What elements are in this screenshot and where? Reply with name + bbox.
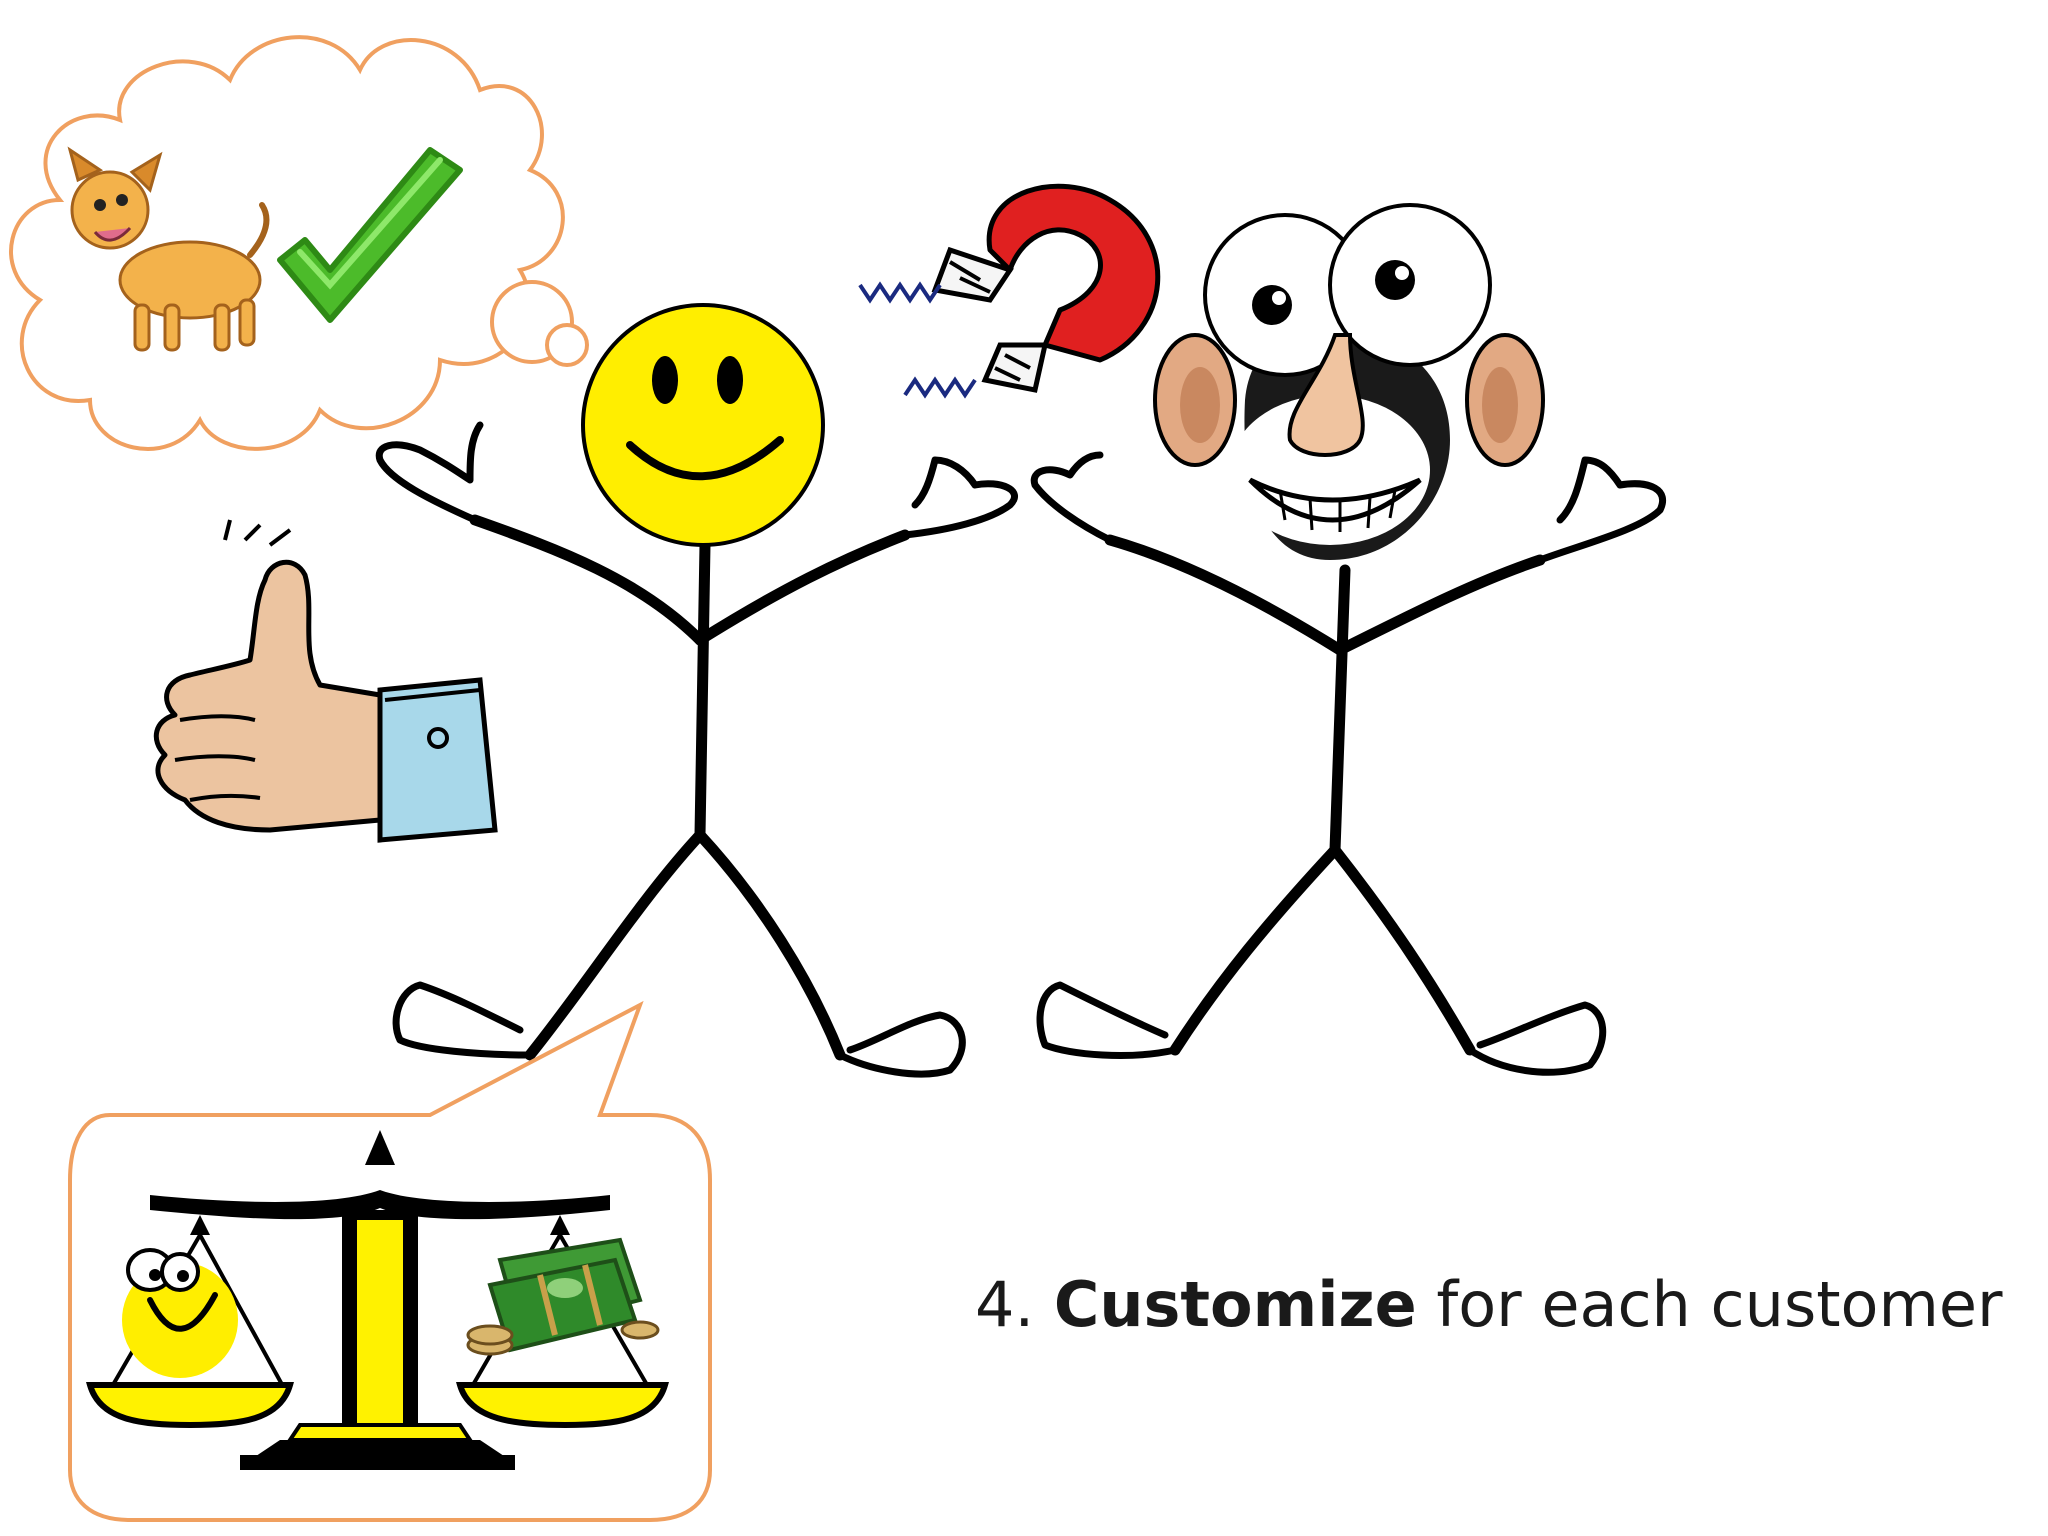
small-smiley-icon [122,1248,238,1378]
horseshoe-magnet-icon [858,183,1161,399]
green-checkmark-icon [277,147,463,323]
stick-figure-left [375,421,1018,1078]
thumbs-up-icon [153,519,498,843]
caption-rest: for each customer [1436,1268,2003,1341]
slide-caption: 4. Customize for each customer [975,1268,2003,1341]
caption-number: 4. [975,1268,1035,1341]
money-stack-icon [466,1237,660,1356]
smiley-face-icon [581,303,825,547]
cartoon-face-big-eyes-ears [1153,203,1545,560]
stick-figure-right [1030,451,1666,1076]
caption-keyword: Customize [1053,1268,1417,1341]
dog-icon [67,146,270,352]
